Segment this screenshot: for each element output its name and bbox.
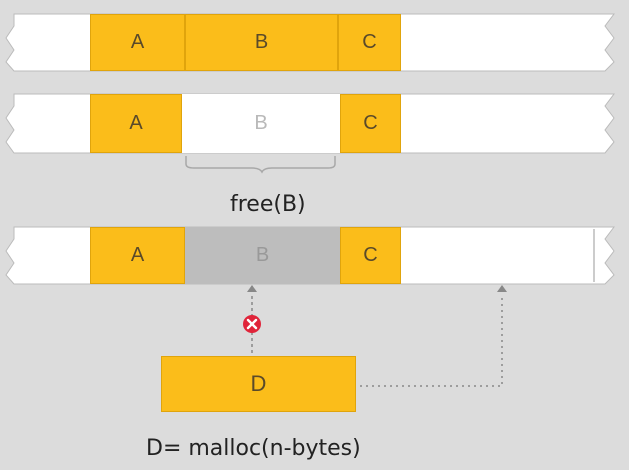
block-label: C [362,31,377,53]
free-caption: free(B) [230,192,306,217]
success-arrow-head [497,285,507,292]
row-1-block-a: A [90,14,185,71]
row-2-block-c: C [340,94,401,153]
row-1-block-b: B [185,14,338,71]
block-label: D [250,371,267,396]
malloc-caption: D= malloc(n-bytes) [146,436,361,461]
row-3-block-b-fragment: B [185,227,340,284]
blocked-arrow-head [247,285,257,292]
row-2-block-a: A [90,94,182,153]
block-label: A [129,112,143,134]
new-block-d: D [161,356,356,412]
error-icon [243,315,261,333]
block-label: B [254,31,269,53]
block-label: B [255,244,270,266]
block-label: C [363,112,378,134]
success-arrow-line [360,294,503,387]
row-1-block-c: C [338,14,401,71]
row-3-block-c: C [340,227,401,284]
block-label: A [130,31,145,53]
block-label: C [363,244,378,266]
row-2-block-b-freed: B [182,94,340,153]
block-label: B [254,112,268,134]
block-label: A [130,244,145,266]
row-3-block-a: A [90,227,185,284]
free-brace [185,156,336,174]
